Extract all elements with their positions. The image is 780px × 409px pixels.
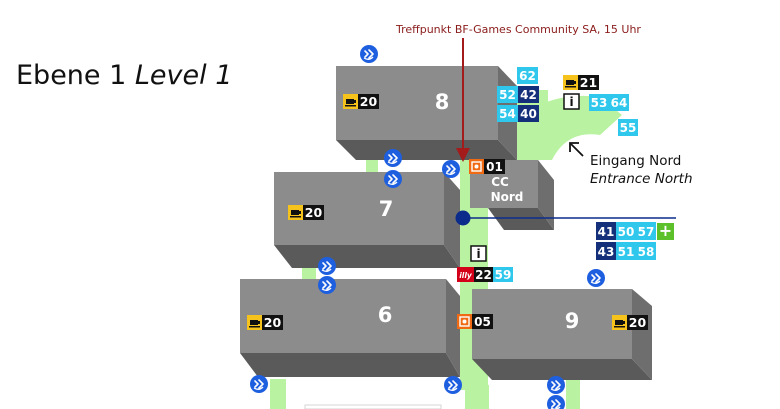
toilet-icon [441,159,461,179]
hall-7-label: 7 [379,197,394,221]
food-badge-05[interactable]: 05 [456,313,493,330]
svg-text:55: 55 [620,121,637,135]
food-number: 01 [486,160,503,174]
toilet-icon [383,169,403,189]
food-icon [456,313,473,330]
number-41: 41 [598,225,615,239]
cc-label-line1: CC [491,175,509,189]
cafe-badge-hall-6[interactable]: 20 [247,315,283,330]
number-62: 62 [519,69,536,83]
toilet-icon [383,148,403,168]
meeting-point-arrow [456,38,470,162]
cafe-icon [288,205,303,220]
hall-9-label: 9 [565,309,580,333]
toilet-icon [586,268,606,288]
entrance-de: Eingang Nord [590,153,682,169]
level-title: Ebene 1 Level 1 [16,60,232,91]
cafe-number: 21 [580,75,597,90]
meeting-point-label: Treffpunkt BF-Games Community SA, 15 Uhr [396,23,641,36]
toilet-icon [317,275,337,295]
cafe-badge-hall-7[interactable]: 20 [288,205,324,220]
svg-text:i: i [569,95,573,109]
toilet-icon [546,375,566,395]
number-grid-right[interactable]: 41 50 57 + 43 51 58 [596,221,674,260]
cafe-badge-hall-9[interactable]: 20 [612,315,648,330]
number-53: 53 [591,96,608,110]
cafe-number: 20 [360,94,378,109]
cafe-icon [612,315,627,330]
info-icon[interactable]: i [470,245,487,262]
cc-label-line2: Nord [491,190,524,204]
food-number: 05 [474,315,491,329]
food-icon [468,158,485,175]
number-54: 54 [499,107,516,121]
number-55[interactable]: 55 [618,119,638,136]
svg-text:i: i [476,247,480,261]
number-64: 64 [611,96,628,110]
first-aid-icon: + [659,221,672,240]
number-40: 40 [520,107,537,121]
hall-8[interactable]: 8 [336,66,517,160]
entrance-arrow-icon [569,142,584,157]
cafe-icon [343,94,358,109]
number-row-53-64[interactable]: 53 64 [589,94,629,111]
food-badge-01[interactable]: 01 [468,158,505,175]
cafe-icon [247,315,262,330]
toilet-icon [317,256,337,276]
number-43: 43 [598,245,615,259]
cafe-number: 20 [629,315,647,330]
illy-number: 22 [475,268,492,282]
toilet-icon [359,44,379,64]
number-58: 58 [638,245,655,259]
number-57: 57 [638,225,655,239]
number-59: 59 [495,268,512,282]
hall-9[interactable]: 9 [472,289,652,380]
number-grid-hall-8[interactable]: 62 52 42 54 40 [497,67,539,122]
number-51: 51 [618,245,635,259]
cafe-badge-21[interactable]: 21 [563,75,599,90]
cafe-number: 20 [305,205,323,220]
entrance-en: Entrance North [590,171,693,187]
level-title-en: Level 1 [134,60,233,91]
hall-8-label: 8 [435,90,450,114]
cafe-badge-hall-8[interactable]: 20 [343,94,379,109]
cafe-number: 20 [264,315,282,330]
level-title-de: Ebene 1 [16,60,127,91]
illy-badge-22[interactable]: illy 22 59 [457,267,513,282]
info-icon[interactable]: i [563,93,580,110]
hall-6-label: 6 [378,303,393,327]
number-52: 52 [499,88,516,102]
cafe-icon [563,75,578,90]
illy-icon: illy [459,271,473,280]
number-42: 42 [520,88,537,102]
toilet-icon [443,375,463,395]
number-50: 50 [618,225,635,239]
bottom-edge-line [304,404,442,409]
toilet-icon [546,394,566,409]
location-marker[interactable] [455,210,677,226]
toilet-icon [249,374,269,394]
